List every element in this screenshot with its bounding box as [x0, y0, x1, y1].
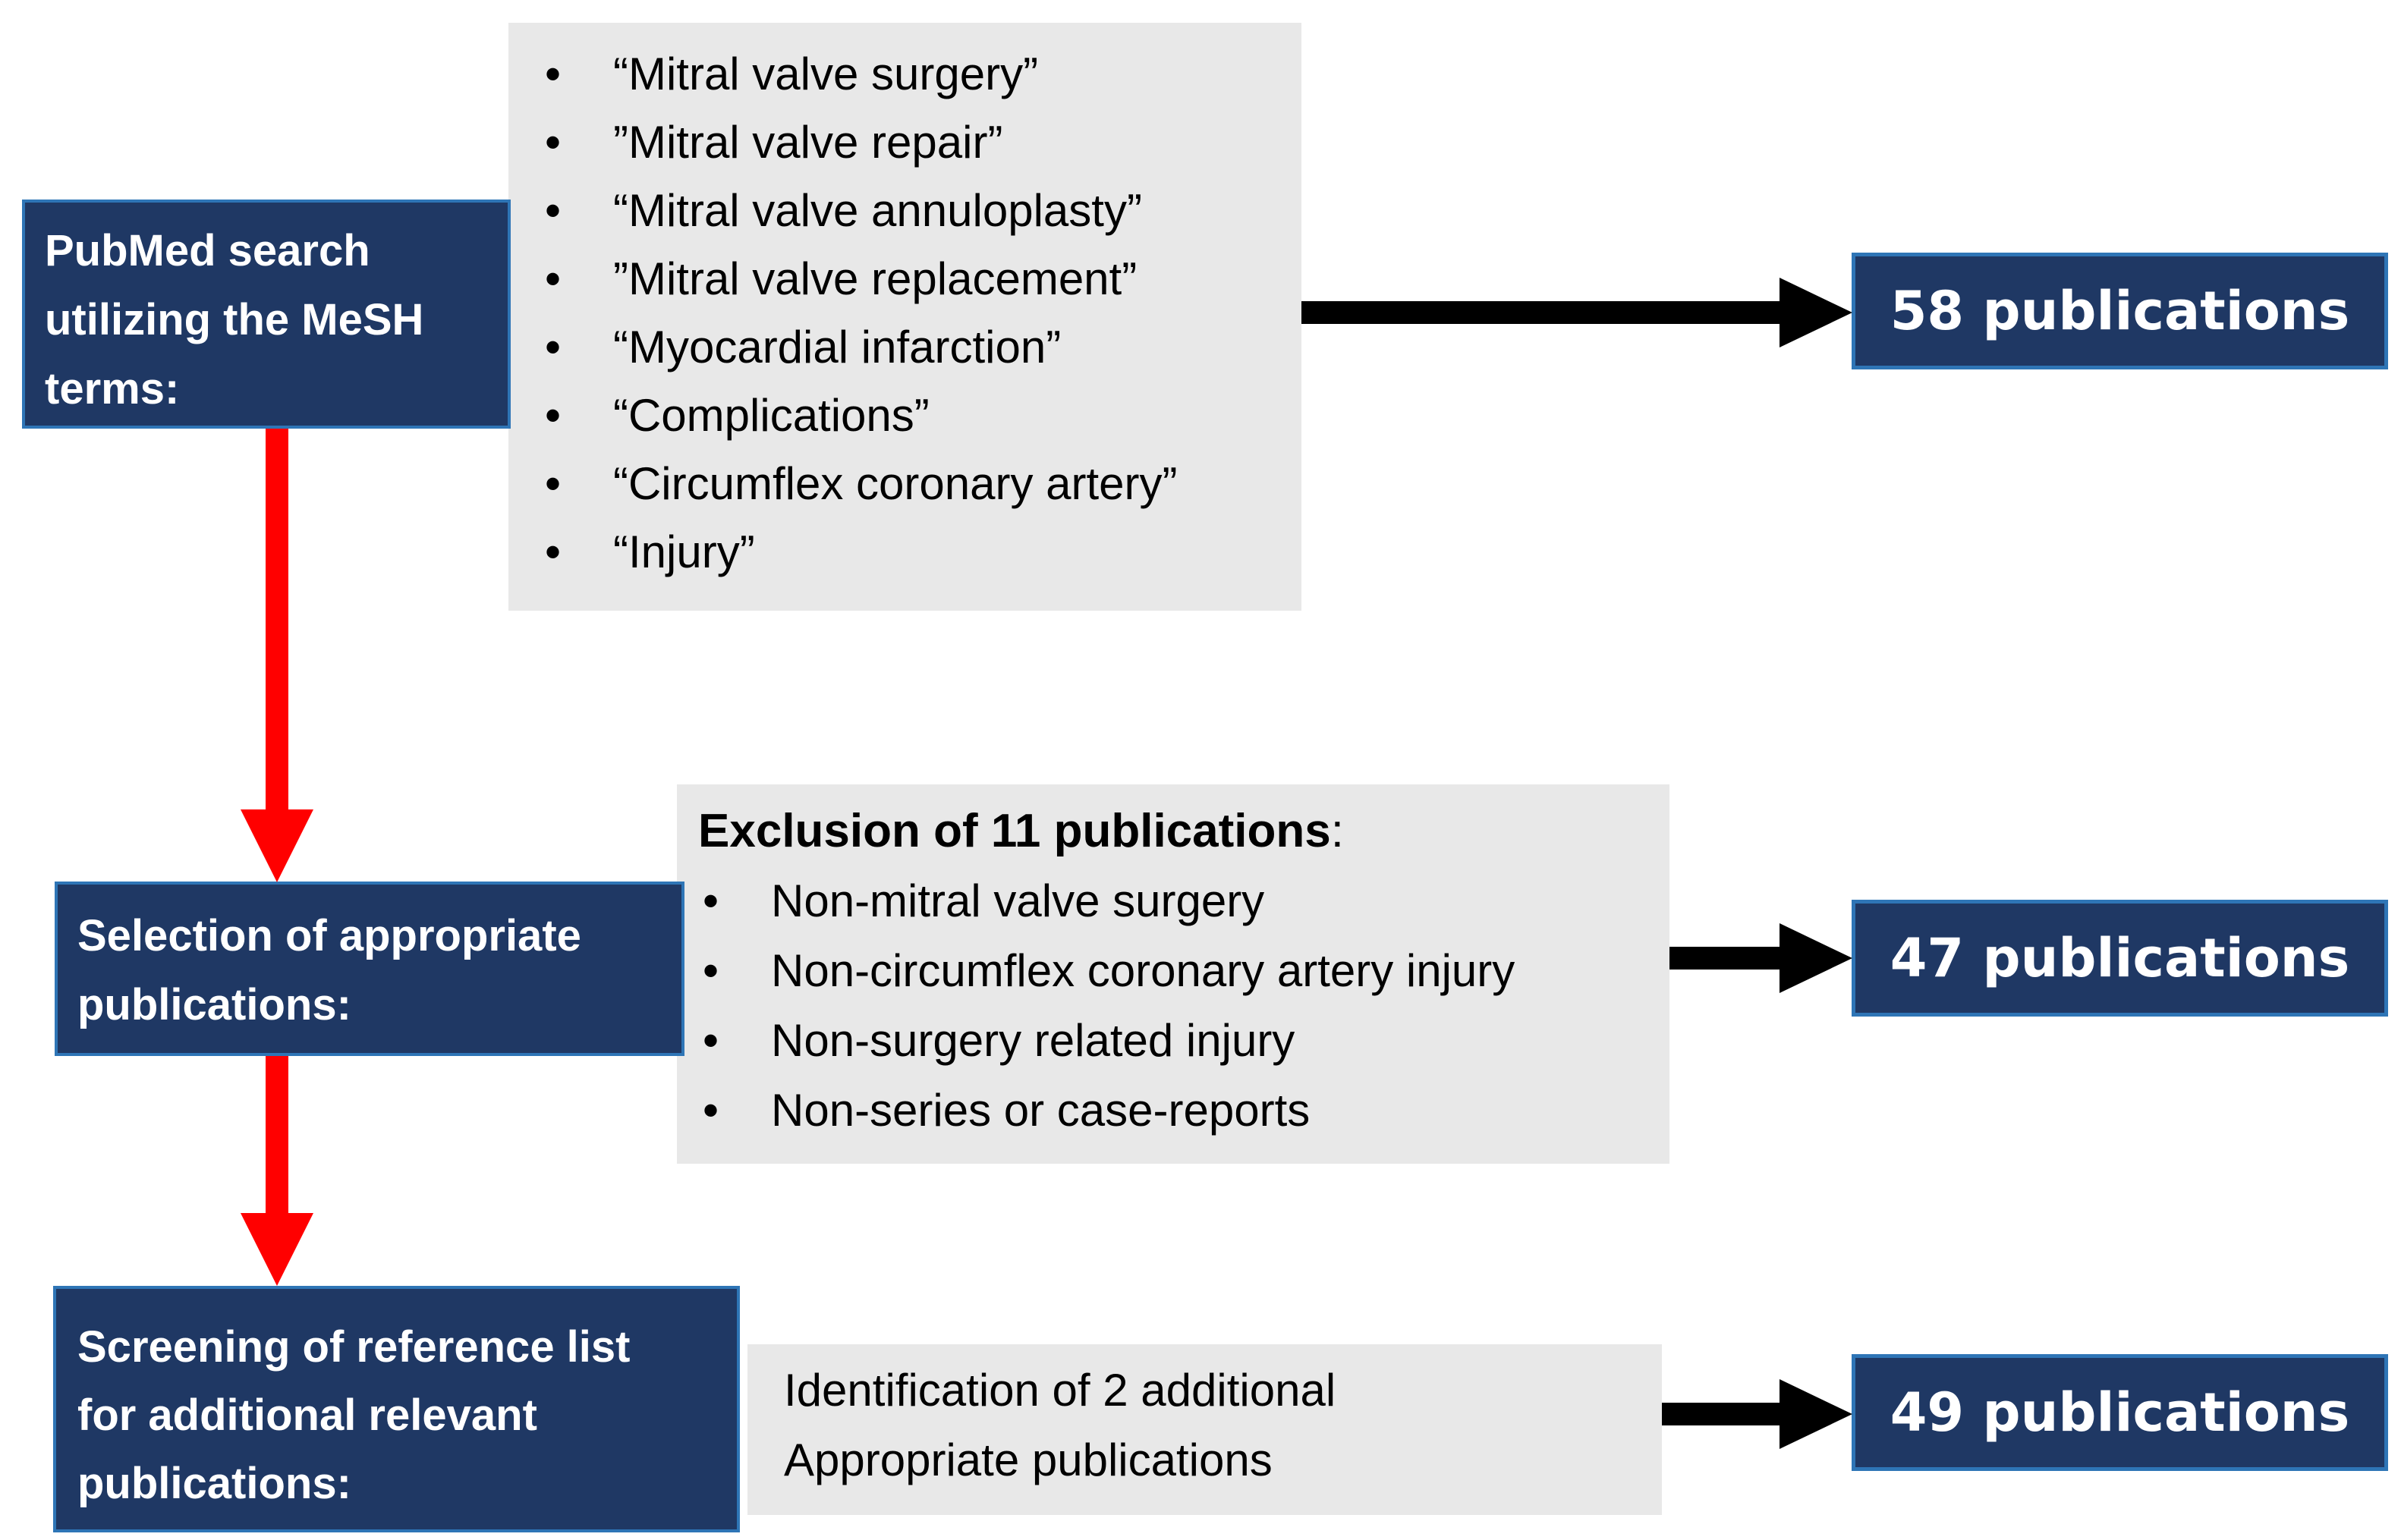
mesh-term-item: • ”Mitral valve repair”	[540, 108, 1286, 177]
exclusion-heading-colon: :	[1330, 805, 1344, 857]
exclusion-label: Non-surgery related injury	[771, 1015, 1295, 1066]
result-label: 49 publications	[1890, 1381, 2350, 1444]
mesh-terms-panel: • “Mitral valve surgery” • ”Mitral valve…	[508, 23, 1301, 611]
exclusion-label: Non-series or case-reports	[771, 1085, 1311, 1136]
bullet-icon: •	[545, 253, 562, 304]
bullet-icon: •	[545, 526, 562, 577]
mesh-term-label: “Mitral valve annuloplasty”	[613, 185, 1142, 236]
bullet-icon: •	[703, 875, 719, 926]
mesh-term-label: ”Mitral valve repair”	[613, 117, 1003, 168]
step1-label-line: terms:	[45, 364, 180, 413]
mesh-term-item: • “Mitral valve surgery”	[540, 40, 1286, 108]
mesh-term-item: • “Injury”	[540, 518, 1286, 586]
step3-label-line: for additional relevant	[77, 1391, 537, 1440]
bullet-icon: •	[545, 322, 562, 372]
identification-note-text: Identification of 2 additional	[784, 1365, 1336, 1416]
step1-label-line: utilizing the MeSH	[45, 295, 424, 344]
mesh-term-label: “Complications”	[613, 390, 930, 441]
exclusion-item: • Non-mitral valve surgery	[698, 866, 1654, 936]
exclusion-label: Non-mitral valve surgery	[771, 875, 1265, 926]
step3-screening-box: Screening of reference list for addition…	[53, 1286, 740, 1532]
step2-label-line: Selection of appropriate	[77, 911, 581, 960]
step2-selection-box: Selection of appropriate publications:	[55, 882, 684, 1056]
step3-label-line: publications:	[77, 1459, 351, 1508]
mesh-term-label: “Circumflex coronary artery”	[613, 458, 1178, 509]
result-box-58-publications: 58 publications	[1852, 253, 2388, 369]
result-box-49-publications: 49 publications	[1852, 1354, 2388, 1471]
mesh-term-label: “Injury”	[613, 526, 755, 577]
identification-note-line: Appropriate publications	[784, 1425, 1647, 1495]
step2-label-line: publications:	[77, 980, 351, 1029]
identification-note-line: Identification of 2 additional	[784, 1356, 1647, 1425]
exclusion-heading: Exclusion of 11 publications:	[698, 797, 1654, 866]
bullet-icon: •	[545, 390, 562, 441]
step1-label-line: PubMed search	[45, 226, 370, 275]
step3-label-line: Screening of reference list	[77, 1322, 631, 1372]
bullet-icon: •	[703, 945, 719, 996]
mesh-term-label: ”Mitral valve replacement”	[613, 253, 1138, 304]
exclusion-item: • Non-surgery related injury	[698, 1006, 1654, 1076]
mesh-term-item: • “Circumflex coronary artery”	[540, 450, 1286, 518]
bullet-icon: •	[545, 49, 562, 99]
exclusion-heading-text: Exclusion of 11 publications	[698, 805, 1331, 857]
exclusion-item: • Non-circumflex coronary artery injury	[698, 936, 1654, 1006]
result-label: 58 publications	[1890, 280, 2350, 342]
bullet-icon: •	[545, 458, 562, 509]
step1-pubmed-search-box: PubMed search utilizing the MeSH terms:	[22, 200, 511, 429]
bullet-icon: •	[545, 185, 562, 236]
exclusion-item: • Non-series or case-reports	[698, 1076, 1654, 1146]
reference-identification-panel: Identification of 2 additional Appropria…	[747, 1344, 1662, 1515]
result-label: 47 publications	[1890, 927, 2350, 989]
mesh-term-label: “Mitral valve surgery”	[613, 49, 1039, 99]
mesh-term-item: • “Myocardial infarction”	[540, 313, 1286, 382]
bullet-icon: •	[703, 1085, 719, 1136]
mesh-term-item: • “Mitral valve annuloplasty”	[540, 177, 1286, 245]
mesh-term-label: “Myocardial infarction”	[613, 322, 1062, 372]
bullet-icon: •	[703, 1015, 719, 1066]
identification-note-text: Appropriate publications	[784, 1435, 1273, 1485]
bullet-icon: •	[545, 117, 562, 168]
exclusion-panel: Exclusion of 11 publications: • Non-mitr…	[677, 784, 1669, 1164]
mesh-term-item: • ”Mitral valve replacement”	[540, 245, 1286, 313]
exclusion-label: Non-circumflex coronary artery injury	[771, 945, 1515, 996]
result-box-47-publications: 47 publications	[1852, 900, 2388, 1017]
mesh-term-item: • “Complications”	[540, 382, 1286, 450]
